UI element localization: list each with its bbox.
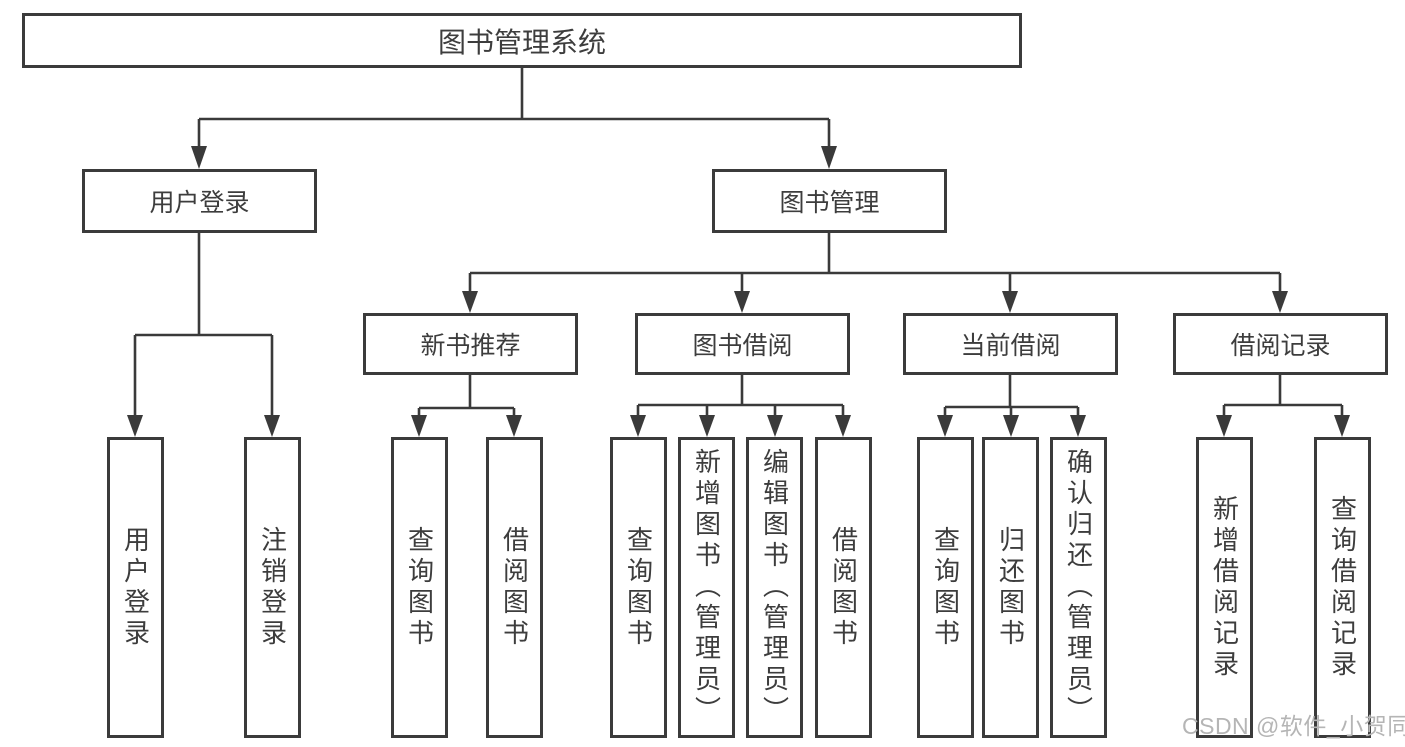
leaf-query-books-recommend: 查询图书 <box>391 437 448 738</box>
leaf-confirm-return-admin: 确认归还（管理员） <box>1050 437 1107 738</box>
leaf-label: 查询图书 <box>930 525 961 650</box>
leaf-query-books-borrow: 查询图书 <box>610 437 667 738</box>
leaf-label: 新增图书（管理员） <box>691 448 722 727</box>
leaf-user-login: 用户登录 <box>107 437 164 738</box>
node-book-borrow: 图书借阅 <box>635 313 850 375</box>
leaf-add-borrow-record: 新增借阅记录 <box>1196 437 1253 738</box>
node-label: 用户登录 <box>149 189 250 217</box>
node-label: 图书管理系统 <box>437 26 606 58</box>
leaf-label: 编辑图书（管理员） <box>759 448 790 727</box>
leaf-label: 借阅图书 <box>828 525 859 650</box>
node-label: 图书借阅 <box>692 332 793 360</box>
leaf-label: 归还图书 <box>995 525 1026 650</box>
node-label: 图书管理 <box>779 189 880 217</box>
node-library-system: 图书管理系统 <box>22 13 1022 68</box>
leaf-return-book: 归还图书 <box>982 437 1039 738</box>
node-borrow-records: 借阅记录 <box>1173 313 1388 375</box>
leaf-query-books-current: 查询图书 <box>917 437 974 738</box>
leaf-logout: 注销登录 <box>244 437 301 738</box>
leaf-label: 用户登录 <box>120 525 151 650</box>
node-label: 借阅记录 <box>1230 332 1331 360</box>
node-user-login: 用户登录 <box>82 169 317 233</box>
leaf-label: 查询图书 <box>404 525 435 650</box>
leaf-query-borrow-record: 查询借阅记录 <box>1314 437 1371 738</box>
leaf-label: 查询图书 <box>623 525 654 650</box>
leaf-label: 查询借阅记录 <box>1327 494 1358 681</box>
node-label: 当前借阅 <box>960 332 1061 360</box>
node-current-borrow: 当前借阅 <box>903 313 1118 375</box>
csdn-watermark: CSDN @软件_小贺同学 <box>1182 713 1405 739</box>
leaf-label: 注销登录 <box>257 525 288 650</box>
leaf-label: 确认归还（管理员） <box>1063 448 1094 727</box>
leaf-edit-book-admin: 编辑图书（管理员） <box>746 437 803 738</box>
leaf-add-book-admin: 新增图书（管理员） <box>678 437 735 738</box>
leaf-label: 借阅图书 <box>499 525 530 650</box>
leaf-label: 新增借阅记录 <box>1209 494 1240 681</box>
node-book-management: 图书管理 <box>712 169 947 233</box>
node-label: 新书推荐 <box>420 332 521 360</box>
node-new-book-recommend: 新书推荐 <box>363 313 578 375</box>
leaf-borrow-books: 借阅图书 <box>815 437 872 738</box>
leaf-borrow-books-recommend: 借阅图书 <box>486 437 543 738</box>
